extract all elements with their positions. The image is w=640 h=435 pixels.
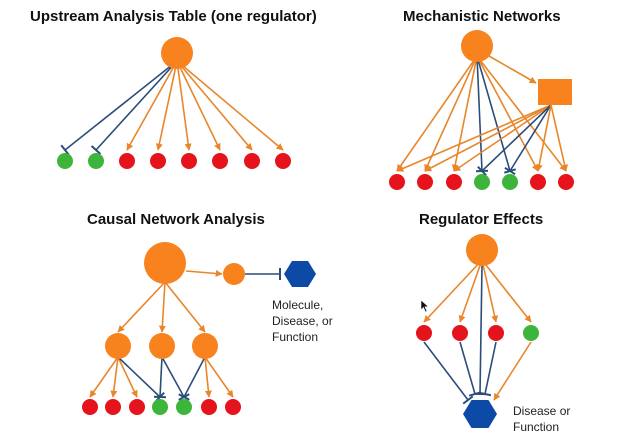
mechanistic-regulator-node — [461, 30, 493, 62]
upstream-edge-5 — [176, 60, 221, 151]
upstream-edge-1 — [90, 60, 178, 155]
causal-network-analysis-title: Causal Network Analysis — [87, 211, 265, 228]
mechanistic-edge-reg-1 — [424, 55, 478, 172]
regulator-effects-mid-node-2 — [488, 325, 504, 341]
upstream-edge-7 — [176, 60, 284, 151]
mechanistic-edge-reg-2 — [451, 55, 478, 172]
causal-edge-mid-2-1 — [204, 356, 212, 398]
upstream-target-node-7 — [275, 153, 291, 169]
causal-edge-reg-to-mid-2 — [164, 281, 206, 333]
regulator-edge-to-mid-2 — [481, 259, 499, 323]
causal-intermediate-node-0 — [105, 333, 131, 359]
mechanistic-target-node-2 — [446, 174, 462, 190]
causal-regulator-node — [144, 242, 186, 284]
mechanistic-edge-hub-6 — [550, 104, 569, 172]
causal-edge-mid-0-3 — [117, 356, 165, 403]
causal-target-node-4 — [176, 399, 192, 415]
mechanistic-edge-hub-4 — [504, 104, 552, 176]
upstream-target-node-1 — [88, 153, 104, 169]
mechanistic-edge-reg-to-hub — [488, 55, 537, 84]
causal-intermediate-node-2 — [192, 333, 218, 359]
upstream-edge-3 — [155, 60, 178, 151]
causal-target-label-line1: Molecule, — [272, 298, 324, 312]
regulator-effects-target-hexagon — [463, 400, 497, 428]
regulator-edge-to-target-2 — [478, 341, 497, 397]
upstream-target-node-0 — [57, 153, 73, 169]
upstream-edge-0 — [60, 60, 178, 156]
causal-target-node-2 — [129, 399, 145, 415]
regulator-target-label-line2: Function — [513, 420, 560, 434]
mechanistic-hub-square — [538, 79, 572, 105]
causal-edge-mid-0-1 — [110, 356, 119, 398]
regulator-edge-to-target-3 — [493, 341, 532, 401]
upstream-analysis-title: Upstream Analysis Table (one regulator) — [30, 8, 317, 25]
causal-target-node-6 — [225, 399, 241, 415]
causal-edge-mid-2-0 — [178, 356, 206, 401]
causal-target-hexagon — [284, 261, 316, 287]
regulator-edge-to-mid-1 — [458, 259, 483, 323]
regulator-effects-mid-node-1 — [452, 325, 468, 341]
mechanistic-edge-hub-1 — [424, 104, 552, 172]
upstream-target-node-2 — [119, 153, 135, 169]
causal-edge-reg-to-mid-1 — [158, 281, 166, 333]
upstream-target-node-4 — [181, 153, 197, 169]
mechanistic-networks-title: Mechanistic Networks — [403, 8, 561, 25]
mechanistic-target-node-0 — [389, 174, 405, 190]
regulator-edge-direct — [473, 265, 487, 396]
upstream-regulator-node — [161, 37, 193, 69]
causal-target-label-line3: Function — [272, 330, 319, 344]
mechanistic-target-node-6 — [558, 174, 574, 190]
regulator-effects-mid-node-0 — [416, 325, 432, 341]
causal-intermediate-node-1 — [149, 333, 175, 359]
nodes-layer — [57, 30, 574, 428]
causal-target-node-1 — [105, 399, 121, 415]
regulator-effects-title: Regulator Effects — [419, 211, 544, 228]
causal-edge-mediator-to-target — [245, 268, 281, 280]
upstream-target-node-5 — [212, 153, 228, 169]
regulator-target-label-line1: Disease or — [513, 404, 571, 418]
causal-edge-mid-2-2 — [204, 356, 234, 398]
causal-target-node-5 — [201, 399, 217, 415]
mechanistic-target-node-1 — [417, 174, 433, 190]
causal-edge-mid-0-0 — [89, 356, 119, 398]
causal-edge-mid-0-2 — [117, 356, 138, 398]
mechanistic-target-node-5 — [530, 174, 546, 190]
causal-target-label-line2: Disease, or — [272, 314, 333, 328]
mechanistic-edge-hub-3 — [477, 104, 552, 177]
mouse-pointer-icon — [420, 299, 430, 313]
mechanistic-edge-reg-4 — [476, 55, 517, 174]
mechanistic-edge-reg-5 — [476, 55, 539, 172]
mechanistic-target-node-3 — [474, 174, 490, 190]
upstream-edge-2 — [126, 60, 178, 151]
regulator-edge-to-mid-0 — [423, 259, 483, 323]
causal-edge-mid-1-0 — [153, 356, 167, 399]
regulator-effects-regulator-node — [466, 234, 498, 266]
edges-layer — [60, 55, 569, 405]
mechanistic-edge-reg-0 — [396, 55, 478, 172]
causal-edge-reg-to-mid-0 — [117, 281, 166, 333]
regulator-edge-to-mid-3 — [481, 259, 532, 323]
causal-mediator-node — [223, 263, 245, 285]
regulator-edge-to-target-0 — [423, 341, 474, 405]
mechanistic-edge-hub-5 — [535, 104, 552, 172]
regulator-effects-mid-node-3 — [523, 325, 539, 341]
causal-target-node-3 — [152, 399, 168, 415]
upstream-edge-6 — [176, 60, 253, 151]
upstream-target-node-6 — [244, 153, 260, 169]
regulator-edge-to-target-1 — [459, 341, 482, 397]
upstream-target-node-3 — [150, 153, 166, 169]
mechanistic-edge-hub-2 — [453, 104, 552, 172]
mechanistic-edge-hub-0 — [396, 104, 552, 172]
mechanistic-target-node-4 — [502, 174, 518, 190]
mechanistic-edge-reg-6 — [476, 55, 567, 172]
causal-edge-reg-to-mediator — [185, 269, 223, 277]
upstream-edge-4 — [176, 60, 192, 151]
causal-target-node-0 — [82, 399, 98, 415]
